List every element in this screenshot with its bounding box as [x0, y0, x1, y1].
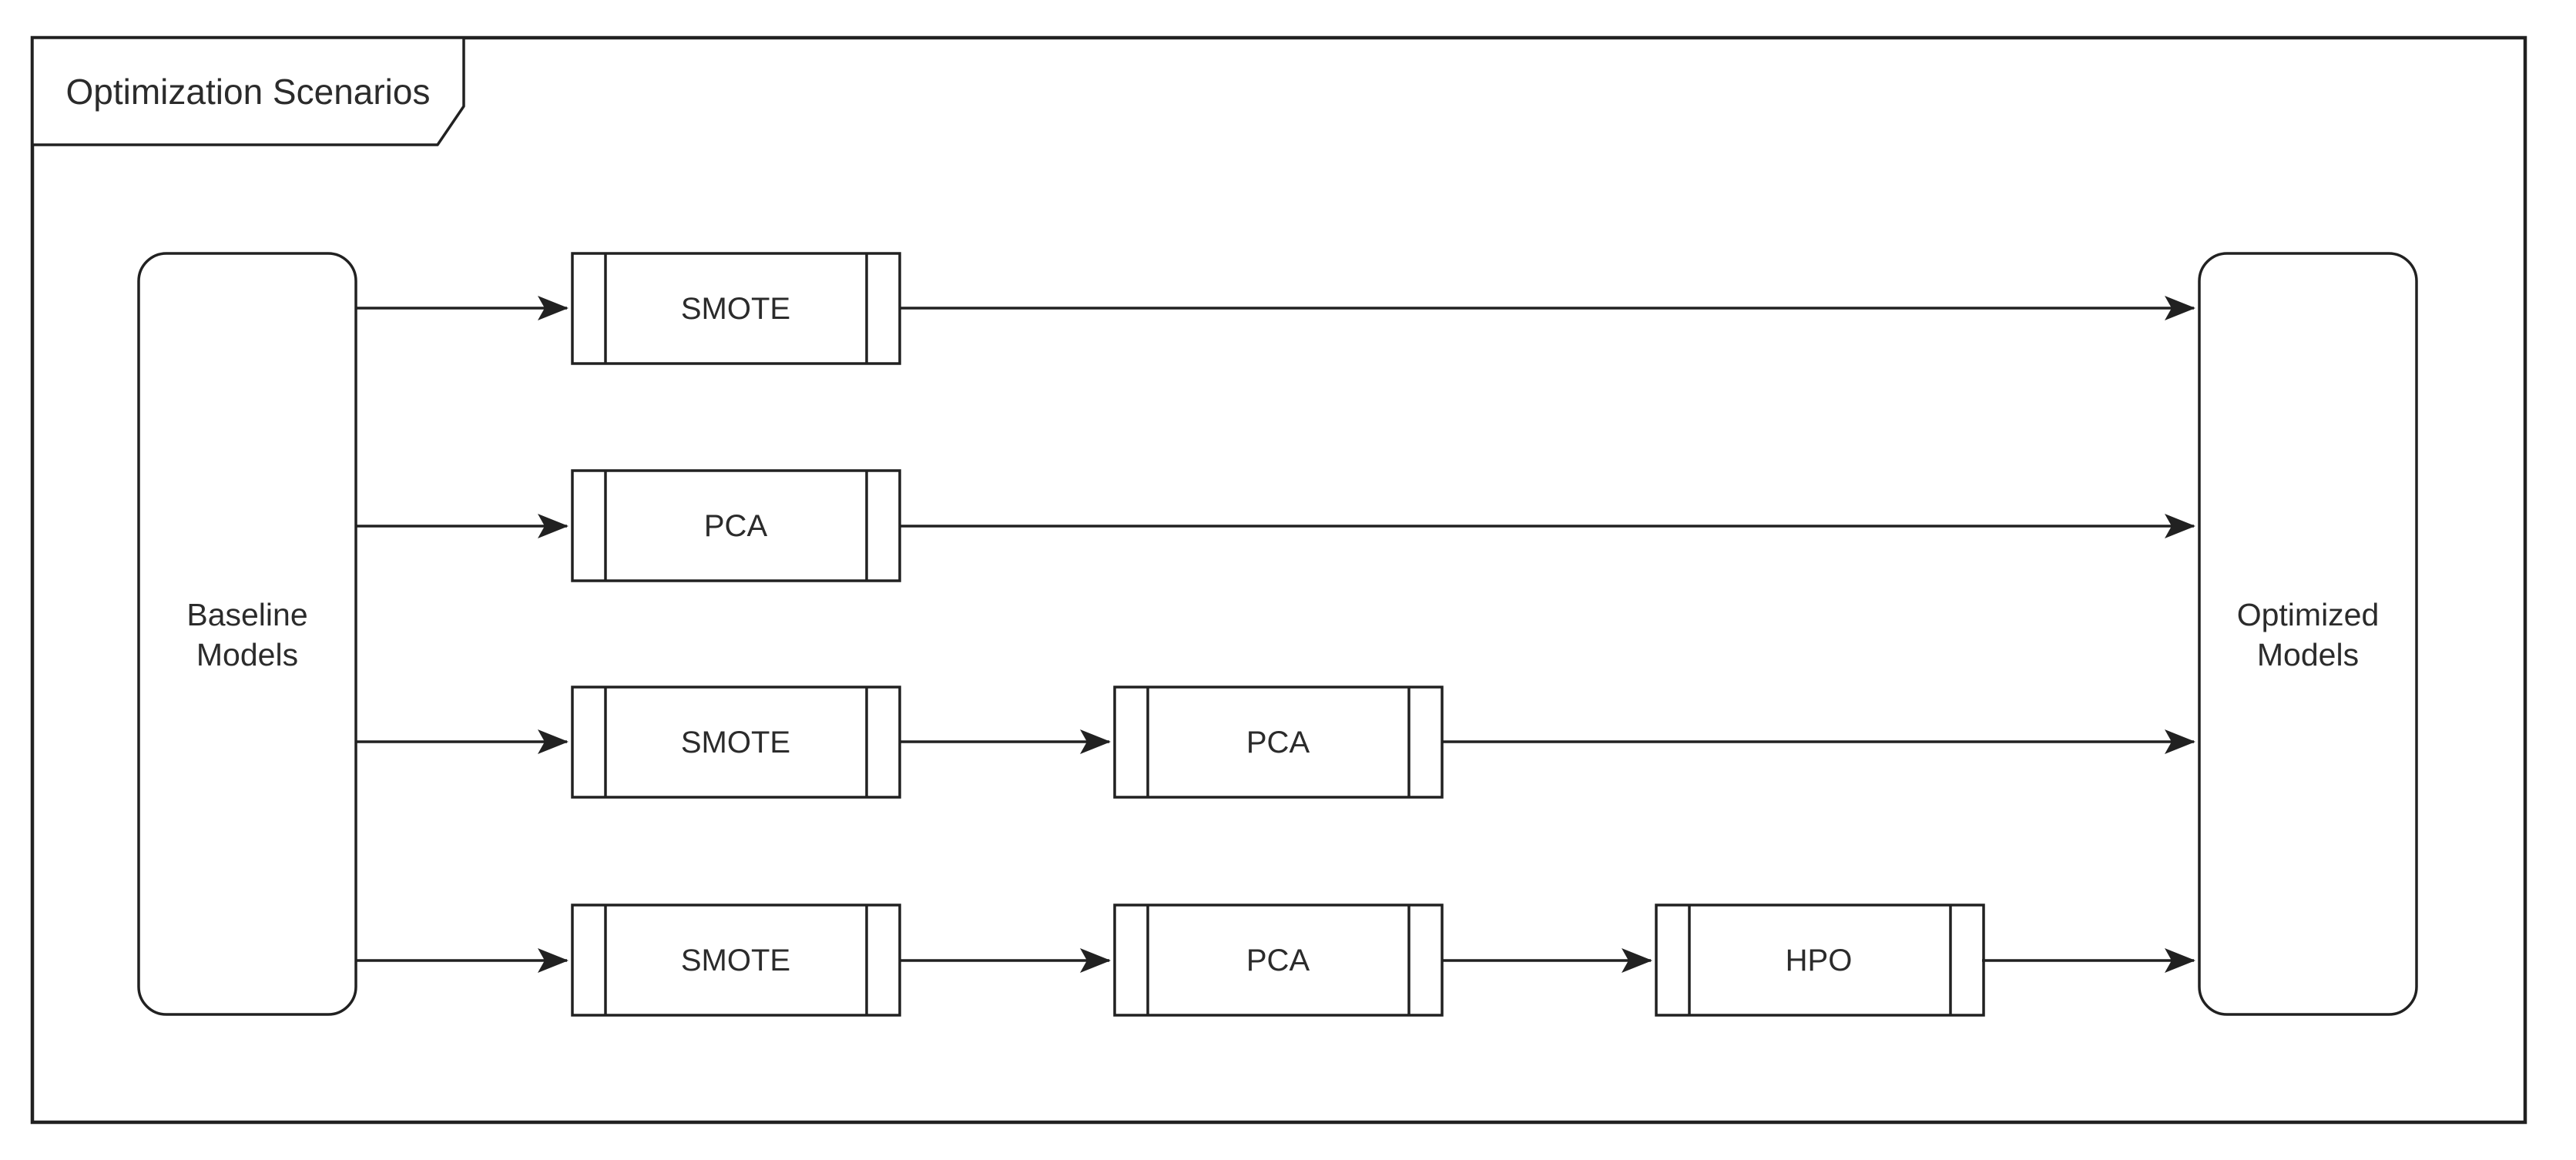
process-shape [1113, 904, 1444, 1017]
process-box-smote-row4: SMOTE [571, 904, 901, 1017]
title-tab [31, 36, 465, 146]
optimized-models-shape [2198, 252, 2418, 1016]
process-box-pca-row3: PCA [1113, 686, 1444, 799]
process-box-smote-row3: SMOTE [571, 686, 901, 799]
baseline-models-node: Baseline Models [137, 252, 357, 1016]
process-shape [571, 469, 901, 582]
optimized-models-node: Optimized Models [2198, 252, 2418, 1016]
process-label: PCA [704, 509, 768, 543]
optimized-models-label-line1: Optimized [2237, 597, 2380, 632]
baseline-models-label-line1: Baseline [186, 597, 307, 632]
process-box-pca-row2: PCA [571, 469, 901, 582]
baseline-models-label-line2: Models [196, 637, 298, 672]
optimized-models-label-line2: Models [2257, 637, 2359, 672]
process-shape [571, 686, 901, 799]
process-label: SMOTE [681, 292, 790, 326]
diagram-title: Optimization Scenarios [66, 72, 431, 112]
process-box-smote-row1: SMOTE [571, 252, 901, 365]
process-shape [1655, 904, 1985, 1017]
process-box-pca-row4: PCA [1113, 904, 1444, 1017]
diagram-frame [30, 35, 2527, 1125]
scenario-row-3: SMOTE PCA [356, 686, 2195, 799]
process-box-hpo-row4: HPO [1655, 904, 1985, 1017]
process-label: PCA [1246, 726, 1310, 759]
scenario-row-4: SMOTE PCA HPO [356, 904, 2195, 1017]
process-label: PCA [1246, 944, 1310, 977]
process-label: SMOTE [681, 944, 790, 977]
scenario-row-2: PCA [356, 469, 2195, 582]
process-label: HPO [1786, 944, 1853, 977]
process-label: SMOTE [681, 726, 790, 759]
baseline-models-shape [137, 252, 357, 1016]
process-shape [571, 252, 901, 365]
scenario-row-1: SMOTE [356, 252, 2195, 365]
process-shape [1113, 686, 1444, 799]
